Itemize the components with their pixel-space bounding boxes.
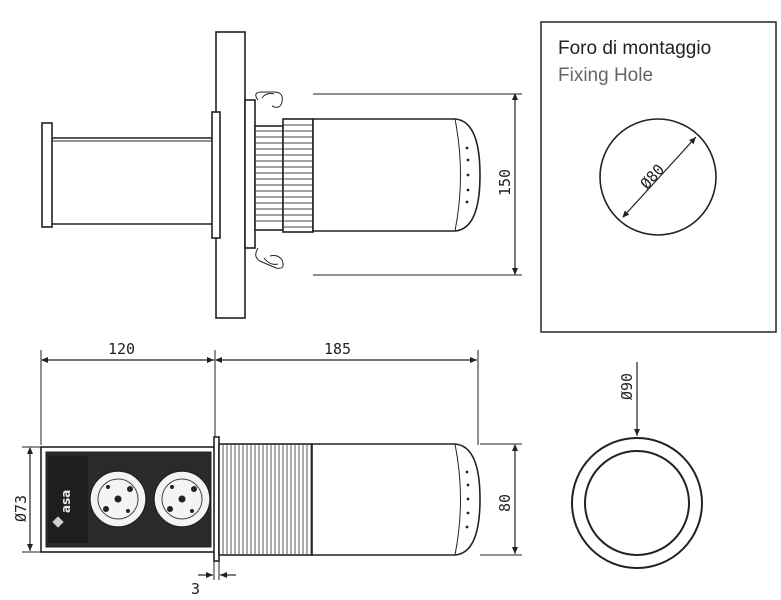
fixing-hole-diameter-label: Ø80 (637, 160, 669, 192)
ring-view: Ø90 (571, 362, 703, 569)
flange-thickness-label: 3 (191, 580, 200, 598)
fixing-hole-panel-border (540, 21, 777, 333)
top-view-height-dim: 150 (496, 169, 514, 196)
top-view-threaded-body (282, 118, 314, 233)
top-view: 150 (41, 31, 522, 319)
side-view-cylinder (311, 443, 481, 556)
side-view: 120 185 asa (12, 340, 522, 598)
side-view-threaded-body (218, 443, 313, 556)
top-view-clip-bottom (255, 247, 284, 269)
socket-right (153, 470, 211, 528)
top-view-clamp (254, 125, 284, 231)
top-view-collar (244, 99, 256, 249)
ring-diameter-label: Ø90 (618, 373, 636, 400)
side-view-left-length: 120 (108, 340, 135, 358)
side-view-right-length: 185 (324, 340, 351, 358)
fixing-hole-diameter-line (622, 136, 697, 218)
brand-logo: asa (59, 490, 73, 513)
fixing-hole-title-en: Fixing Hole (558, 65, 654, 86)
socket-left (89, 470, 147, 528)
socket-diameter-label: Ø73 (12, 495, 30, 522)
ring-outer (571, 437, 703, 569)
ring-inner (584, 450, 690, 556)
side-view-body-height: 80 (496, 494, 514, 512)
fixing-hole-circle (599, 118, 717, 236)
top-view-cylinder (312, 118, 481, 232)
top-view-clip-top (255, 91, 283, 108)
top-view-back-plate (41, 122, 53, 228)
fixing-hole-title-it: Foro di montaggio (558, 38, 712, 59)
